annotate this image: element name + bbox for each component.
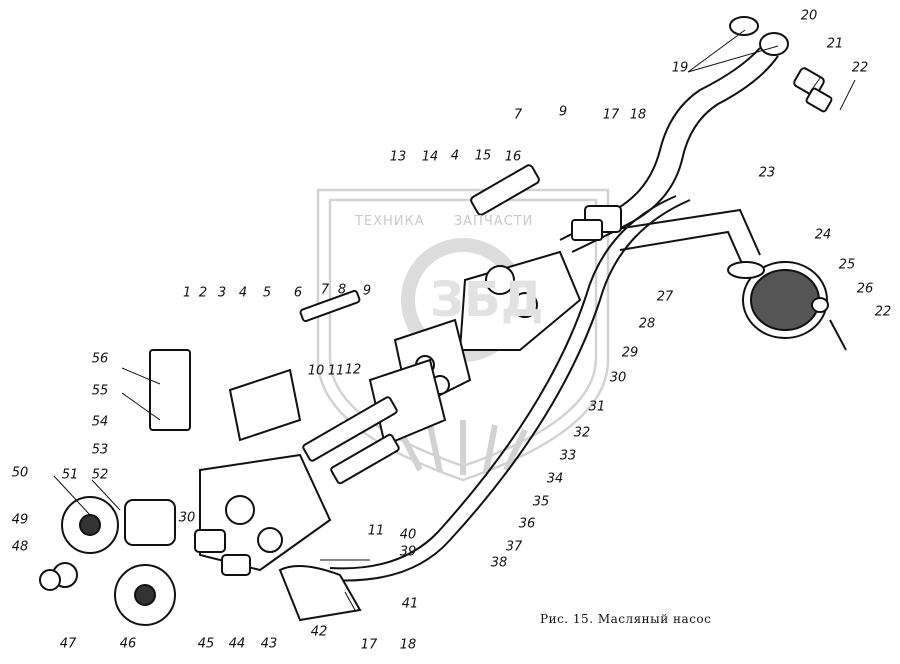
callout-39: 39 (399, 544, 417, 560)
callout-22-top: 22 (851, 60, 869, 76)
callout-54: 54 (91, 414, 109, 430)
callout-17-lower: 17 (360, 637, 378, 653)
callout-37: 37 (505, 539, 523, 555)
callout-56: 56 (91, 351, 109, 367)
pump-body (368, 250, 582, 447)
callout-16: 16 (504, 149, 522, 165)
callout-24: 24 (814, 227, 832, 243)
shaft-gears (39, 396, 400, 626)
callout-18: 18 (629, 107, 647, 123)
callout-34: 34 (546, 471, 564, 487)
cover-parts (149, 164, 540, 442)
callout-29: 29 (621, 345, 639, 361)
callout-11: 11 (327, 363, 345, 379)
callout-13: 13 (389, 149, 407, 165)
callout-52: 52 (91, 467, 109, 483)
watermark-emblem-text: ЗБД (430, 272, 544, 328)
callout-47: 47 (59, 636, 77, 652)
callout-6: 6 (293, 285, 303, 301)
callout-12: 12 (344, 362, 362, 378)
callout-30-right: 30 (609, 370, 627, 386)
callout-36: 36 (518, 516, 536, 532)
callout-3: 3 (217, 285, 227, 301)
callout-20: 20 (800, 8, 818, 24)
callout-35: 35 (532, 494, 550, 510)
callout-51: 51 (61, 467, 79, 483)
callout-11-lower: 11 (367, 523, 385, 539)
pressure-tube (329, 195, 691, 582)
callout-28: 28 (638, 316, 656, 332)
callout-4: 4 (238, 285, 248, 301)
callout-10: 10 (307, 363, 325, 379)
callout-49: 49 (11, 512, 29, 528)
callout-5: 5 (262, 285, 272, 301)
callout-21: 21 (826, 36, 844, 52)
callout-9-top: 9 (558, 104, 568, 120)
callout-27: 27 (656, 289, 674, 305)
callout-1: 1 (182, 285, 192, 301)
leader-lines (53, 29, 856, 611)
callout-22-right: 22 (874, 304, 892, 320)
callout-31: 31 (588, 399, 606, 415)
callout-50: 50 (11, 465, 29, 481)
callout-30-left: 30 (178, 510, 196, 526)
callout-14: 14 (421, 149, 439, 165)
callout-44: 44 (228, 636, 246, 652)
figure-caption: Рис. 15. Масляный насос (540, 612, 712, 626)
callout-4-top: 4 (450, 148, 460, 164)
pipe-fittings (571, 16, 833, 241)
callout-17: 17 (602, 107, 620, 123)
callout-53: 53 (91, 442, 109, 458)
callout-41: 41 (401, 596, 419, 612)
callout-32: 32 (573, 425, 591, 441)
callout-43: 43 (260, 636, 278, 652)
callout-40: 40 (399, 527, 417, 543)
callout-25: 25 (838, 257, 856, 273)
callout-8: 8 (337, 282, 347, 298)
callout-7: 7 (320, 282, 330, 298)
callout-7-top: 7 (513, 107, 523, 123)
callout-18-lower: 18 (399, 637, 417, 653)
callout-42: 42 (310, 624, 328, 640)
watermark-word-right: ЗАПЧАСТИ (453, 214, 534, 229)
callout-23: 23 (758, 165, 776, 181)
callout-15: 15 (474, 148, 492, 164)
callout-38: 38 (490, 555, 508, 571)
callout-45: 45 (197, 636, 215, 652)
watermark-text: ТЕХНИКА ЗАПЧАСТИ (355, 214, 557, 229)
callout-55: 55 (91, 383, 109, 399)
callout-33: 33 (559, 448, 577, 464)
callout-2: 2 (198, 285, 208, 301)
watermark-word-left: ТЕХНИКА (355, 214, 425, 229)
callout-46: 46 (119, 636, 137, 652)
callout-19: 19 (671, 60, 689, 76)
callout-9: 9 (362, 283, 372, 299)
strainer (727, 261, 847, 351)
callout-26: 26 (856, 281, 874, 297)
callout-48: 48 (11, 539, 29, 555)
